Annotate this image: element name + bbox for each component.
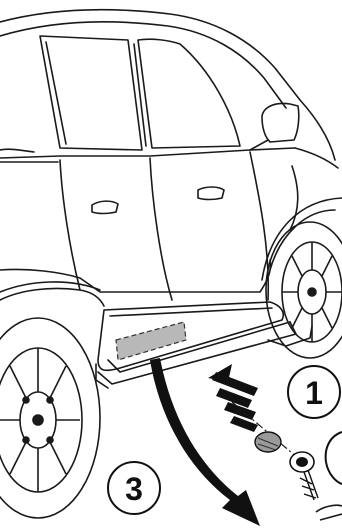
callout-step-1-label: 1 [305,375,323,411]
clip-icon [255,432,281,452]
triple-chevron-arrow-icon [208,364,258,432]
callout-step-3: 3 [108,462,160,514]
screw-icon [290,452,318,500]
trim-highlight-area [116,322,186,360]
callout-partial [326,432,342,484]
front-wheel [266,222,342,358]
rear-wheel [0,318,100,518]
callout-step-3-label: 3 [125,471,143,507]
callout-step-1: 1 [288,366,340,418]
